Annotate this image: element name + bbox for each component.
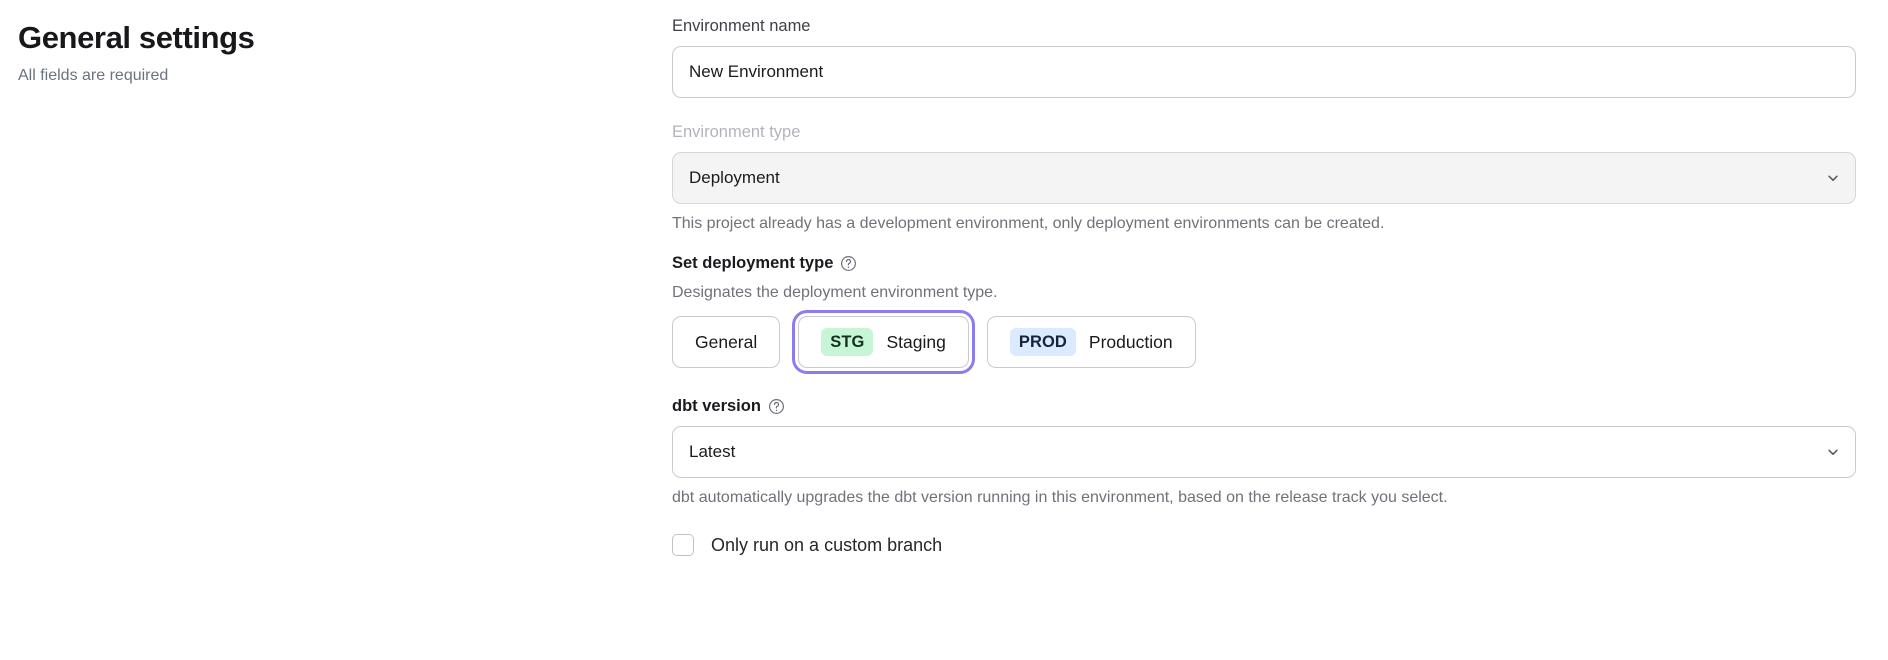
custom-branch-label[interactable]: Only run on a custom branch: [711, 535, 943, 555]
page-subtitle: All fields are required: [18, 67, 169, 84]
environment-type-select-wrap: Deployment: [672, 152, 1856, 204]
deployment-type-option-general-label: General: [695, 332, 758, 352]
deployment-type-helper: Designates the deployment environment ty…: [672, 284, 998, 301]
custom-branch-checkbox[interactable]: [672, 534, 694, 556]
dbt-version-label-text: dbt version: [672, 397, 761, 415]
deployment-type-option-production[interactable]: PROD Production: [986, 316, 1196, 368]
production-badge: PROD: [1009, 328, 1076, 356]
dbt-version-helper: dbt automatically upgrades the dbt versi…: [672, 489, 1448, 506]
deployment-type-option-production-label: Production: [1088, 332, 1173, 352]
environment-type-select[interactable]: Deployment: [672, 152, 1856, 204]
help-circle-icon[interactable]: [840, 255, 857, 272]
environment-name-label: Environment name: [672, 17, 811, 35]
deployment-type-button-group: General STG Staging PROD Production: [672, 316, 1856, 368]
deployment-type-option-general[interactable]: General: [672, 316, 781, 368]
environment-name-input[interactable]: New Environment: [672, 46, 1856, 98]
help-circle-icon[interactable]: [768, 398, 785, 415]
environment-type-helper: This project already has a development e…: [672, 215, 1385, 232]
deployment-type-option-staging[interactable]: STG Staging: [798, 316, 969, 368]
deployment-type-label: Set deployment type: [672, 251, 1856, 275]
deployment-type-option-staging-label: Staging: [886, 332, 946, 352]
environment-type-label: Environment type: [672, 123, 801, 141]
dbt-version-select-wrap: Latest: [672, 426, 1856, 478]
custom-branch-row[interactable]: Only run on a custom branch: [672, 533, 1856, 557]
settings-form: Environment name New Environment Environ…: [672, 14, 1856, 557]
page-title: General settings: [18, 20, 255, 55]
dbt-version-label: dbt version: [672, 394, 1856, 418]
environment-name-field: Environment name New Environment: [672, 14, 1856, 98]
staging-badge: STG: [821, 328, 874, 356]
dbt-version-select[interactable]: Latest: [672, 426, 1856, 478]
deployment-type-label-text: Set deployment type: [672, 254, 834, 272]
dbt-version-field: dbt version Latest dbt automatica: [672, 394, 1856, 509]
section-header: General settings All fields are required: [18, 18, 618, 87]
environment-type-field: Environment type Deployment This project…: [672, 120, 1856, 235]
deployment-type-field: Set deployment type Designates the deplo…: [672, 251, 1856, 368]
